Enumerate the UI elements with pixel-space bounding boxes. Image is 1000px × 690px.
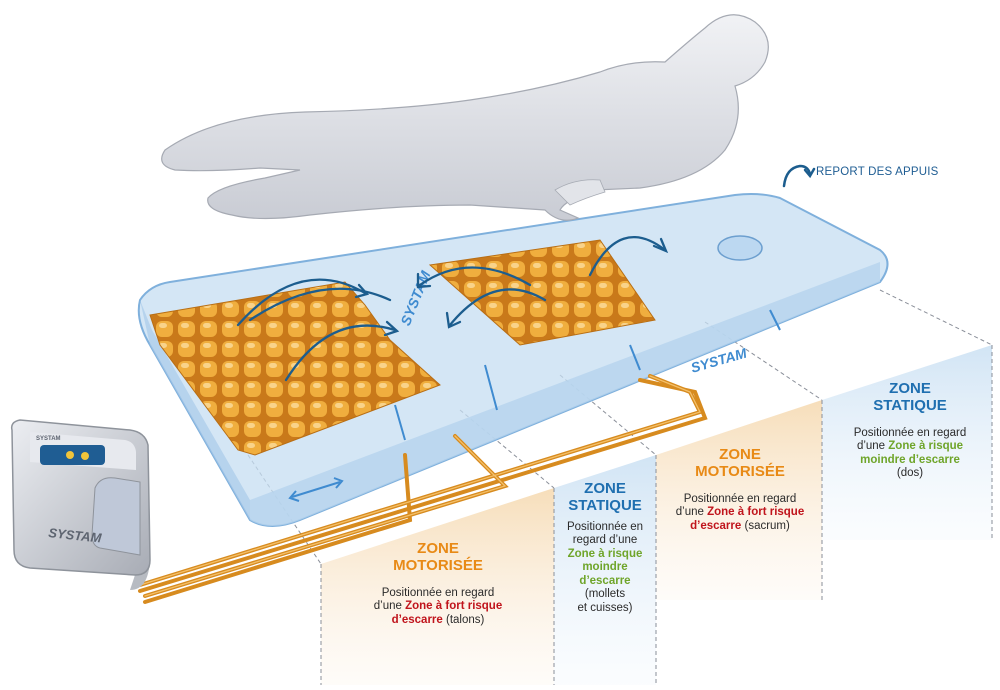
zone-2-title-line1: ZONE: [584, 480, 626, 497]
legend-label: REPORT DES APPUIS: [816, 166, 939, 178]
zone-4-text: ZONE STATIQUE Positionnée en regard d’un…: [830, 380, 990, 481]
zone-2-text: ZONE STATIQUE Positionnée en regard d’un…: [556, 480, 654, 615]
zone-1-text: ZONE MOTORISÉE Positionnée en regard d’u…: [333, 540, 543, 627]
zone-1-title-line2: MOTORISÉE: [393, 557, 483, 575]
patient-figure: [161, 14, 769, 221]
zone-4-description: Positionnée en regard d’une Zone à risqu…: [853, 426, 967, 480]
load-transfer-arrows: [236, 235, 669, 382]
zone-panels: [247, 289, 993, 685]
zone-2-description: Positionnée en regard d’une Zone à risqu…: [566, 520, 644, 614]
zone-panel-statique-1: [554, 455, 656, 685]
pump-logo: SYSTAM: [48, 525, 104, 546]
zone-panel-statique-2: [822, 345, 992, 540]
zone-panel-motorisee-2: [656, 400, 822, 600]
zone-3-text: ZONE MOTORISÉE Positionnée en regard d’u…: [660, 446, 820, 533]
zone-panel-motorisee-1: [321, 488, 554, 685]
pump-unit: SYSTAM SYSTAM: [10, 419, 151, 590]
air-tubes: [138, 374, 708, 604]
zone-3-description: Positionnée en regard d’une Zone à fort …: [675, 492, 805, 532]
zone-2-title-line2: STATIQUE: [568, 497, 642, 515]
zone-4-title-line2: STATIQUE: [873, 397, 947, 415]
curved-arrow-icon: [782, 164, 816, 188]
zone-3-title-line1: ZONE: [719, 446, 761, 463]
mattress: SYSTAM SYSTAM: [137, 193, 889, 527]
pump-logo-top: SYSTAM: [36, 436, 61, 442]
zone-1-description: Positionnée en regard d’une Zone à fort …: [373, 586, 503, 626]
legend: REPORT DES APPUIS: [782, 166, 939, 178]
zone-3-title-line2: MOTORISÉE: [695, 463, 785, 481]
handle-icon: [288, 477, 344, 502]
zone-1-title-line1: ZONE: [417, 540, 459, 557]
zone-4-title-line1: ZONE: [889, 380, 931, 397]
